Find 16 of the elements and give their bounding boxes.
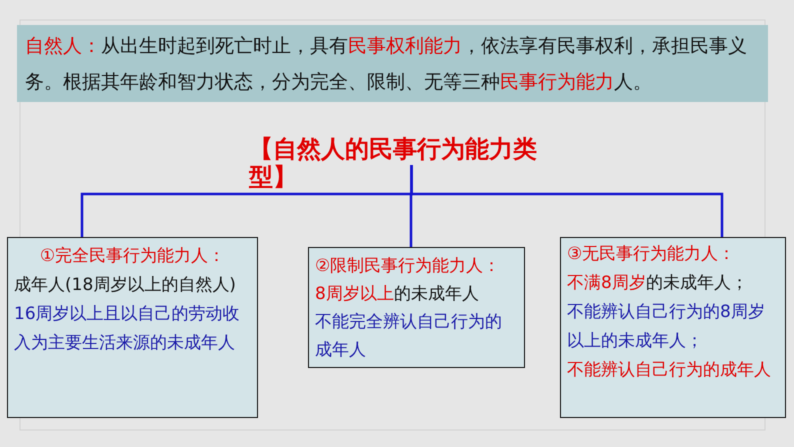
heading-text: 【自然人的民事行为能力类型】 — [249, 135, 574, 191]
category-item: 16周岁以上且以自己的劳动收入为主要生活来源的未成年人 — [14, 303, 241, 355]
category-heading: ①完全民事行为能力人： — [38, 245, 226, 268]
connector-line — [410, 165, 724, 237]
category-item: 不满8周岁的未成年人； — [567, 272, 749, 295]
category-item: 不能辨认自己行为的成年人 — [567, 359, 772, 382]
category-item: 不能辨认自己行为的8周岁以上的未成年人； — [567, 301, 766, 353]
category-heading: ③无民事行为能力人： — [567, 243, 736, 266]
category-item: 8周岁以上的未成年人 — [315, 283, 480, 306]
category-heading: ②限制民事行为能力人： — [315, 255, 502, 278]
category-box — [560, 237, 786, 418]
category-box — [308, 247, 525, 368]
category-item: 成年人(18周岁以上的自然人) — [14, 274, 237, 297]
definition-panel: 自然人：从出生时起到死亡时止，具有民事权利能力，依法享有民事权利，承担民事义务。根据其年龄和智力状态，分为完全、限制、无等三种民事行为能力人。 — [17, 25, 768, 102]
category-item: 不能完全辨认自己行为的成年人 — [315, 311, 503, 362]
category-box — [7, 237, 258, 418]
